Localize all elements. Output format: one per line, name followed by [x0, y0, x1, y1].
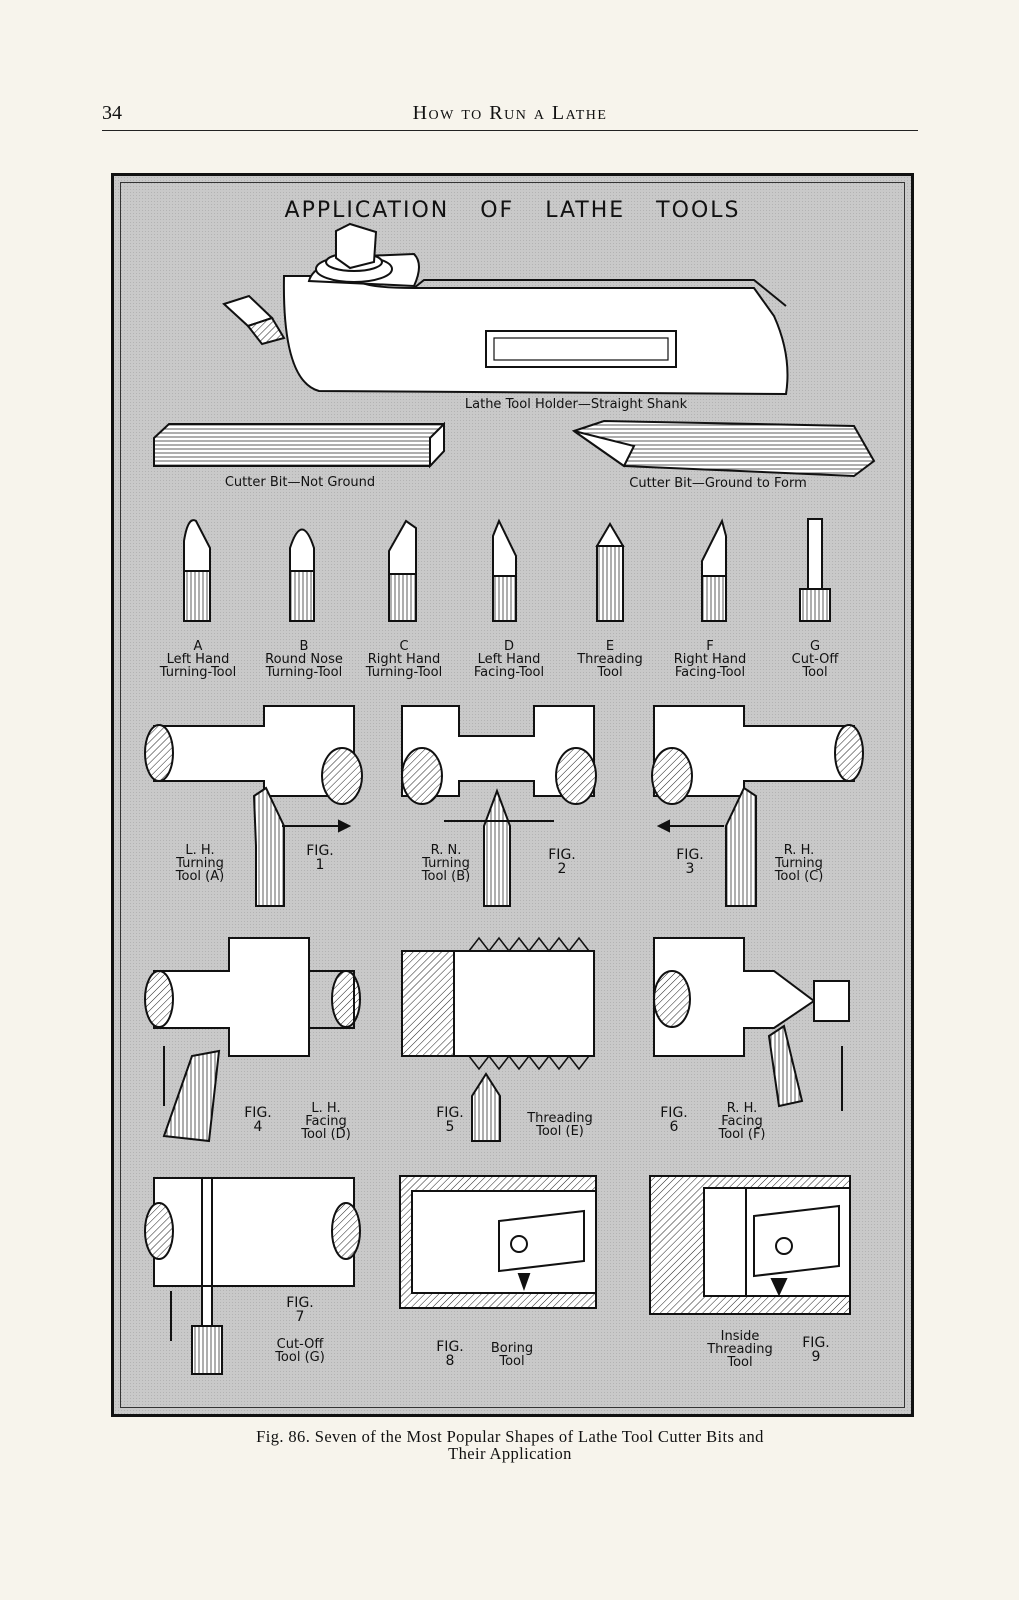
- cutter-bits-drawing: [153, 419, 876, 478]
- illustration-plate: APPLICATION OF LATHE TOOLS Lathe Tool Ho…: [111, 173, 914, 1417]
- page-number: 34: [102, 102, 122, 124]
- holder-label: Lathe Tool Holder—Straight Shank: [464, 397, 688, 412]
- caption-line-1: Fig. 86. Seven of the Most Popular Shape…: [256, 1427, 764, 1446]
- tool-shapes-row: [183, 518, 831, 622]
- fig7-number: FIG.7: [286, 1295, 314, 1325]
- plate-drawing: [144, 222, 876, 1375]
- fig3-number: FIG.3: [676, 847, 704, 877]
- running-title: How to Run a Lathe: [412, 102, 608, 124]
- plate-title: APPLICATION OF LATHE TOOLS: [284, 198, 741, 223]
- figure-caption: Fig. 86. Seven of the Most Popular Shape…: [150, 1428, 870, 1462]
- caption-line-2: Their Application: [448, 1444, 572, 1463]
- figure-row-1: [144, 705, 864, 907]
- figure-row-3: [144, 1175, 851, 1375]
- fig8-number: FIG.8: [436, 1339, 464, 1369]
- fig1-number: FIG.1: [306, 843, 334, 873]
- tool-holder-drawing: [222, 222, 789, 396]
- fig2-number: FIG.2: [548, 847, 576, 877]
- bit-ground-label: Cutter Bit—Ground to Form: [629, 476, 807, 491]
- figure-row-2: [144, 936, 850, 1143]
- bit-not-ground-label: Cutter Bit—Not Ground: [224, 475, 376, 490]
- fig5-number: FIG.5: [436, 1105, 464, 1135]
- running-header: 34 How to Run a Lathe: [102, 96, 918, 131]
- fig4-number: FIG.4: [244, 1105, 272, 1135]
- plate-border: [120, 182, 905, 1408]
- fig9-number: FIG.9: [802, 1335, 830, 1365]
- fig6-number: FIG.6: [660, 1105, 688, 1135]
